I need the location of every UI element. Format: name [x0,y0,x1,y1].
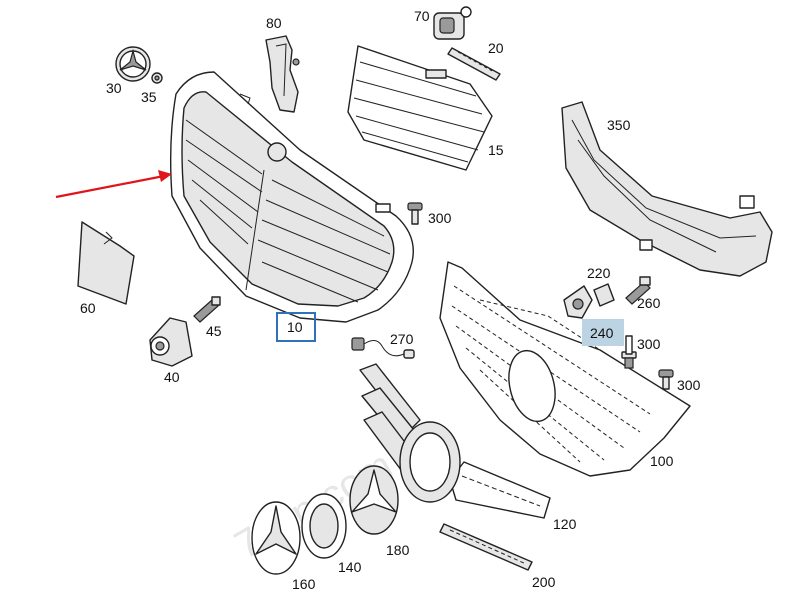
part-350-reinforcement[interactable] [561,101,773,277]
label-10: 10 [287,319,303,335]
part-100-lower-grille[interactable] [439,261,691,477]
label-100: 100 [650,453,674,469]
label-15: 15 [488,142,504,158]
part-220-clip[interactable] [563,285,593,319]
label-20: 20 [488,40,504,56]
label-80: 80 [266,15,282,31]
part-180-star-emblem[interactable] [349,465,399,535]
label-60: 60 [80,300,96,316]
label-200: 200 [532,574,556,590]
part-240-clip[interactable] [593,283,615,307]
label-220: 220 [587,265,611,281]
label-180: 180 [386,542,410,558]
label-45: 45 [206,323,222,339]
part-60-cover[interactable] [77,221,135,305]
label-30: 30 [106,80,122,96]
part-300-bolt-middle[interactable] [621,335,637,369]
part-15-grille-insert[interactable] [347,45,493,171]
part-270-cable[interactable] [351,337,415,359]
part-300-screw-lower[interactable] [658,369,674,390]
label-35: 35 [141,89,157,105]
part-140-base-plate[interactable] [301,493,347,559]
label-300-upper: 300 [428,210,452,226]
emblem-ring[interactable] [399,421,461,503]
label-240-highlight[interactable]: 240 [582,319,624,346]
part-35-clip[interactable] [151,72,163,84]
red-arrow [55,170,172,199]
part-120-trim-strip[interactable] [449,461,551,519]
label-160: 160 [292,576,316,592]
label-240: 240 [590,325,614,341]
part-300-screw-upper[interactable] [407,202,423,225]
part-160-front-star[interactable] [251,501,301,575]
part-80-bracket[interactable] [265,35,300,113]
label-300-lower: 300 [677,377,701,393]
part-70-sensor[interactable] [433,6,472,40]
label-140: 140 [338,559,362,575]
part-40-sensor[interactable] [149,317,193,367]
label-260: 260 [637,295,661,311]
part-260-screw[interactable] [625,276,651,305]
label-70: 70 [414,8,430,24]
part-20-strip[interactable] [447,47,501,81]
part-30-emblem[interactable] [115,46,151,82]
part-10-radiator-grille[interactable] [169,71,414,323]
label-270: 270 [390,331,414,347]
label-350: 350 [607,117,631,133]
label-10-box[interactable]: 10 [276,312,316,342]
part-45-screw[interactable] [193,296,221,323]
label-300-middle: 300 [637,336,661,352]
part-200-strip[interactable] [439,523,533,571]
label-120: 120 [553,516,577,532]
label-40: 40 [164,369,180,385]
